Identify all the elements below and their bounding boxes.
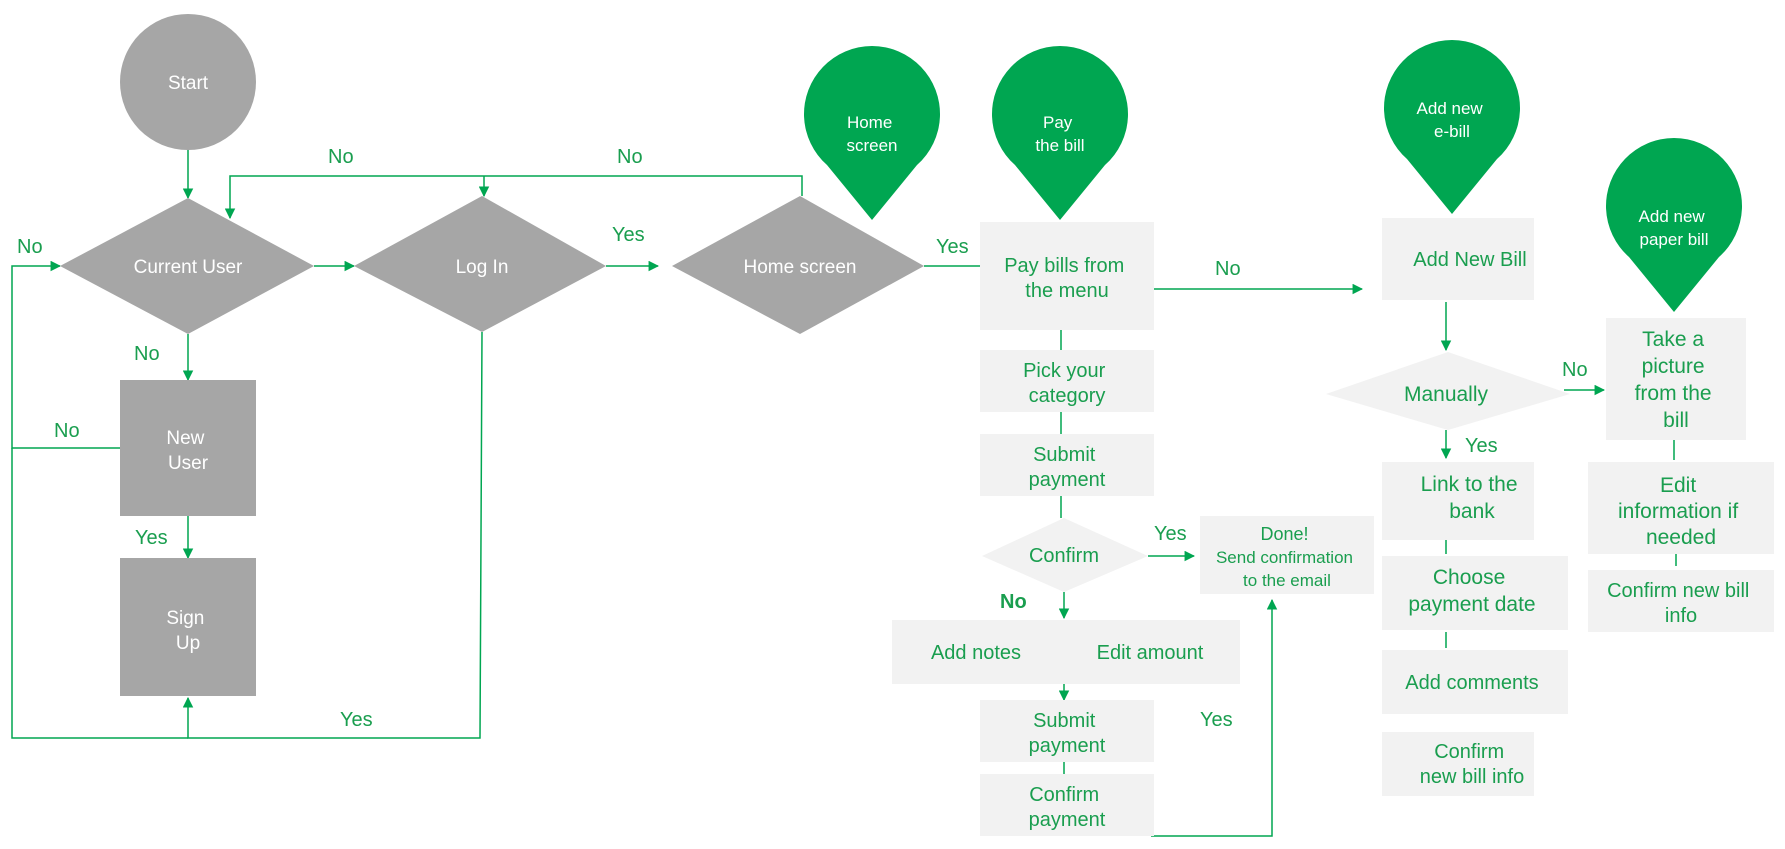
pin-pay-label: Pay the bill [1035, 113, 1084, 155]
edge-login-yes-to-signup [182, 331, 483, 739]
pin-add-paper-bill [1606, 138, 1742, 312]
label-no-manually: No [1562, 359, 1588, 381]
confirm-new-bill-1-label: Confirm new bill info [1420, 741, 1525, 788]
pins [804, 40, 1742, 312]
confirm-new-bill-2-box [1588, 570, 1774, 632]
log-in-label: Log In [456, 257, 509, 278]
link-bank-label: Link to the bank [1421, 473, 1524, 523]
label-no-left-loop: No [17, 236, 43, 258]
add-notes-label: Add notes [931, 642, 1021, 664]
edge-newuser-no-loop [11, 260, 120, 449]
notes-amount-box [892, 620, 1240, 684]
new-user-label: New User [166, 428, 209, 474]
edge-top-no-loop [224, 175, 803, 220]
pin-pay-bill [992, 46, 1128, 221]
edit-amount-label: Edit amount [1097, 642, 1204, 664]
pin-ebill-label: Add new e-bill [1417, 99, 1488, 141]
pin-home-screen [804, 46, 940, 221]
edge-outer-loop [11, 448, 188, 739]
left-shapes [60, 14, 924, 696]
submit-payment-2-label: Submit payment [1029, 710, 1106, 757]
pin-paper-label: Add new paper bill [1639, 207, 1710, 249]
confirm-payment-label: Confirm payment [1029, 784, 1106, 831]
label-yes-login: Yes [612, 224, 645, 246]
take-picture-label: Take a picture from the bill [1635, 328, 1718, 432]
label-yes-bottom: Yes [340, 709, 373, 731]
pin-add-ebill [1384, 40, 1521, 214]
light-boxes [892, 218, 1774, 836]
home-screen-label: Home screen [744, 257, 857, 278]
confirm-diamond [982, 518, 1148, 592]
done-box [1200, 516, 1374, 594]
home-screen-diamond [672, 196, 924, 334]
submit-payment-1-box [980, 434, 1154, 496]
manually-label: Manually [1404, 383, 1489, 406]
label-yes-confirm: Yes [1154, 523, 1187, 545]
pick-category-box [980, 350, 1154, 412]
pay-bills-menu-box [980, 222, 1154, 330]
pick-category-label: Pick your category [1023, 360, 1111, 407]
confirm-new-bill-1-box [1382, 732, 1534, 796]
confirm-new-bill-2-label: Confirm new bill info [1607, 580, 1755, 627]
connectors [11, 148, 1677, 837]
log-in-diamond [354, 196, 606, 332]
add-comments-label: Add comments [1405, 672, 1538, 694]
label-no-pay-to-bill: No [1215, 258, 1241, 280]
edge-confirmpay-to-done [1151, 598, 1278, 837]
link-bank-box [1382, 462, 1534, 540]
label-yes-home: Yes [936, 236, 969, 258]
label-no-top-2: No [617, 146, 643, 168]
done-label: Done! Send confirmation to the email [1216, 524, 1358, 590]
new-user-box [120, 380, 256, 516]
choose-date-label: Choose payment date [1408, 566, 1535, 616]
label-yes-newuser: Yes [135, 527, 168, 549]
edge-labels: No No No No No Yes Yes Yes Yes No Yes No… [17, 146, 1588, 731]
add-new-bill-box [1382, 218, 1534, 300]
label-yes-manually: Yes [1465, 435, 1498, 457]
manually-diamond [1326, 352, 1570, 430]
sign-up-box [120, 558, 256, 696]
node-text: Start Current User Log In Home screen Ne… [134, 73, 1755, 831]
current-user-label: Current User [134, 257, 243, 278]
label-no-current-down: No [134, 343, 160, 365]
edit-info-label: Edit information if needed [1618, 474, 1744, 549]
submit-payment-1-label: Submit payment [1029, 444, 1106, 491]
start-node [120, 14, 256, 150]
take-picture-box [1606, 318, 1746, 440]
pin-home-label: Home screen [846, 113, 897, 155]
choose-date-box [1382, 556, 1568, 630]
add-new-bill-label: Add New Bill [1413, 249, 1526, 271]
start-label: Start [168, 73, 209, 94]
confirm-payment-box [980, 774, 1154, 836]
pay-bills-menu-label: Pay bills from the menu [1004, 255, 1130, 302]
sign-up-label: Sign Up [166, 608, 209, 654]
label-no-newuser-loop: No [54, 420, 80, 442]
label-no-top-1: No [328, 146, 354, 168]
current-user-diamond [60, 198, 314, 334]
label-no-confirm: No [1000, 591, 1027, 613]
add-comments-box [1382, 650, 1568, 714]
label-yes-confirm-payment: Yes [1200, 709, 1233, 731]
edit-info-box [1588, 462, 1774, 554]
submit-payment-2-box [980, 700, 1154, 762]
confirm-label: Confirm [1029, 545, 1099, 567]
